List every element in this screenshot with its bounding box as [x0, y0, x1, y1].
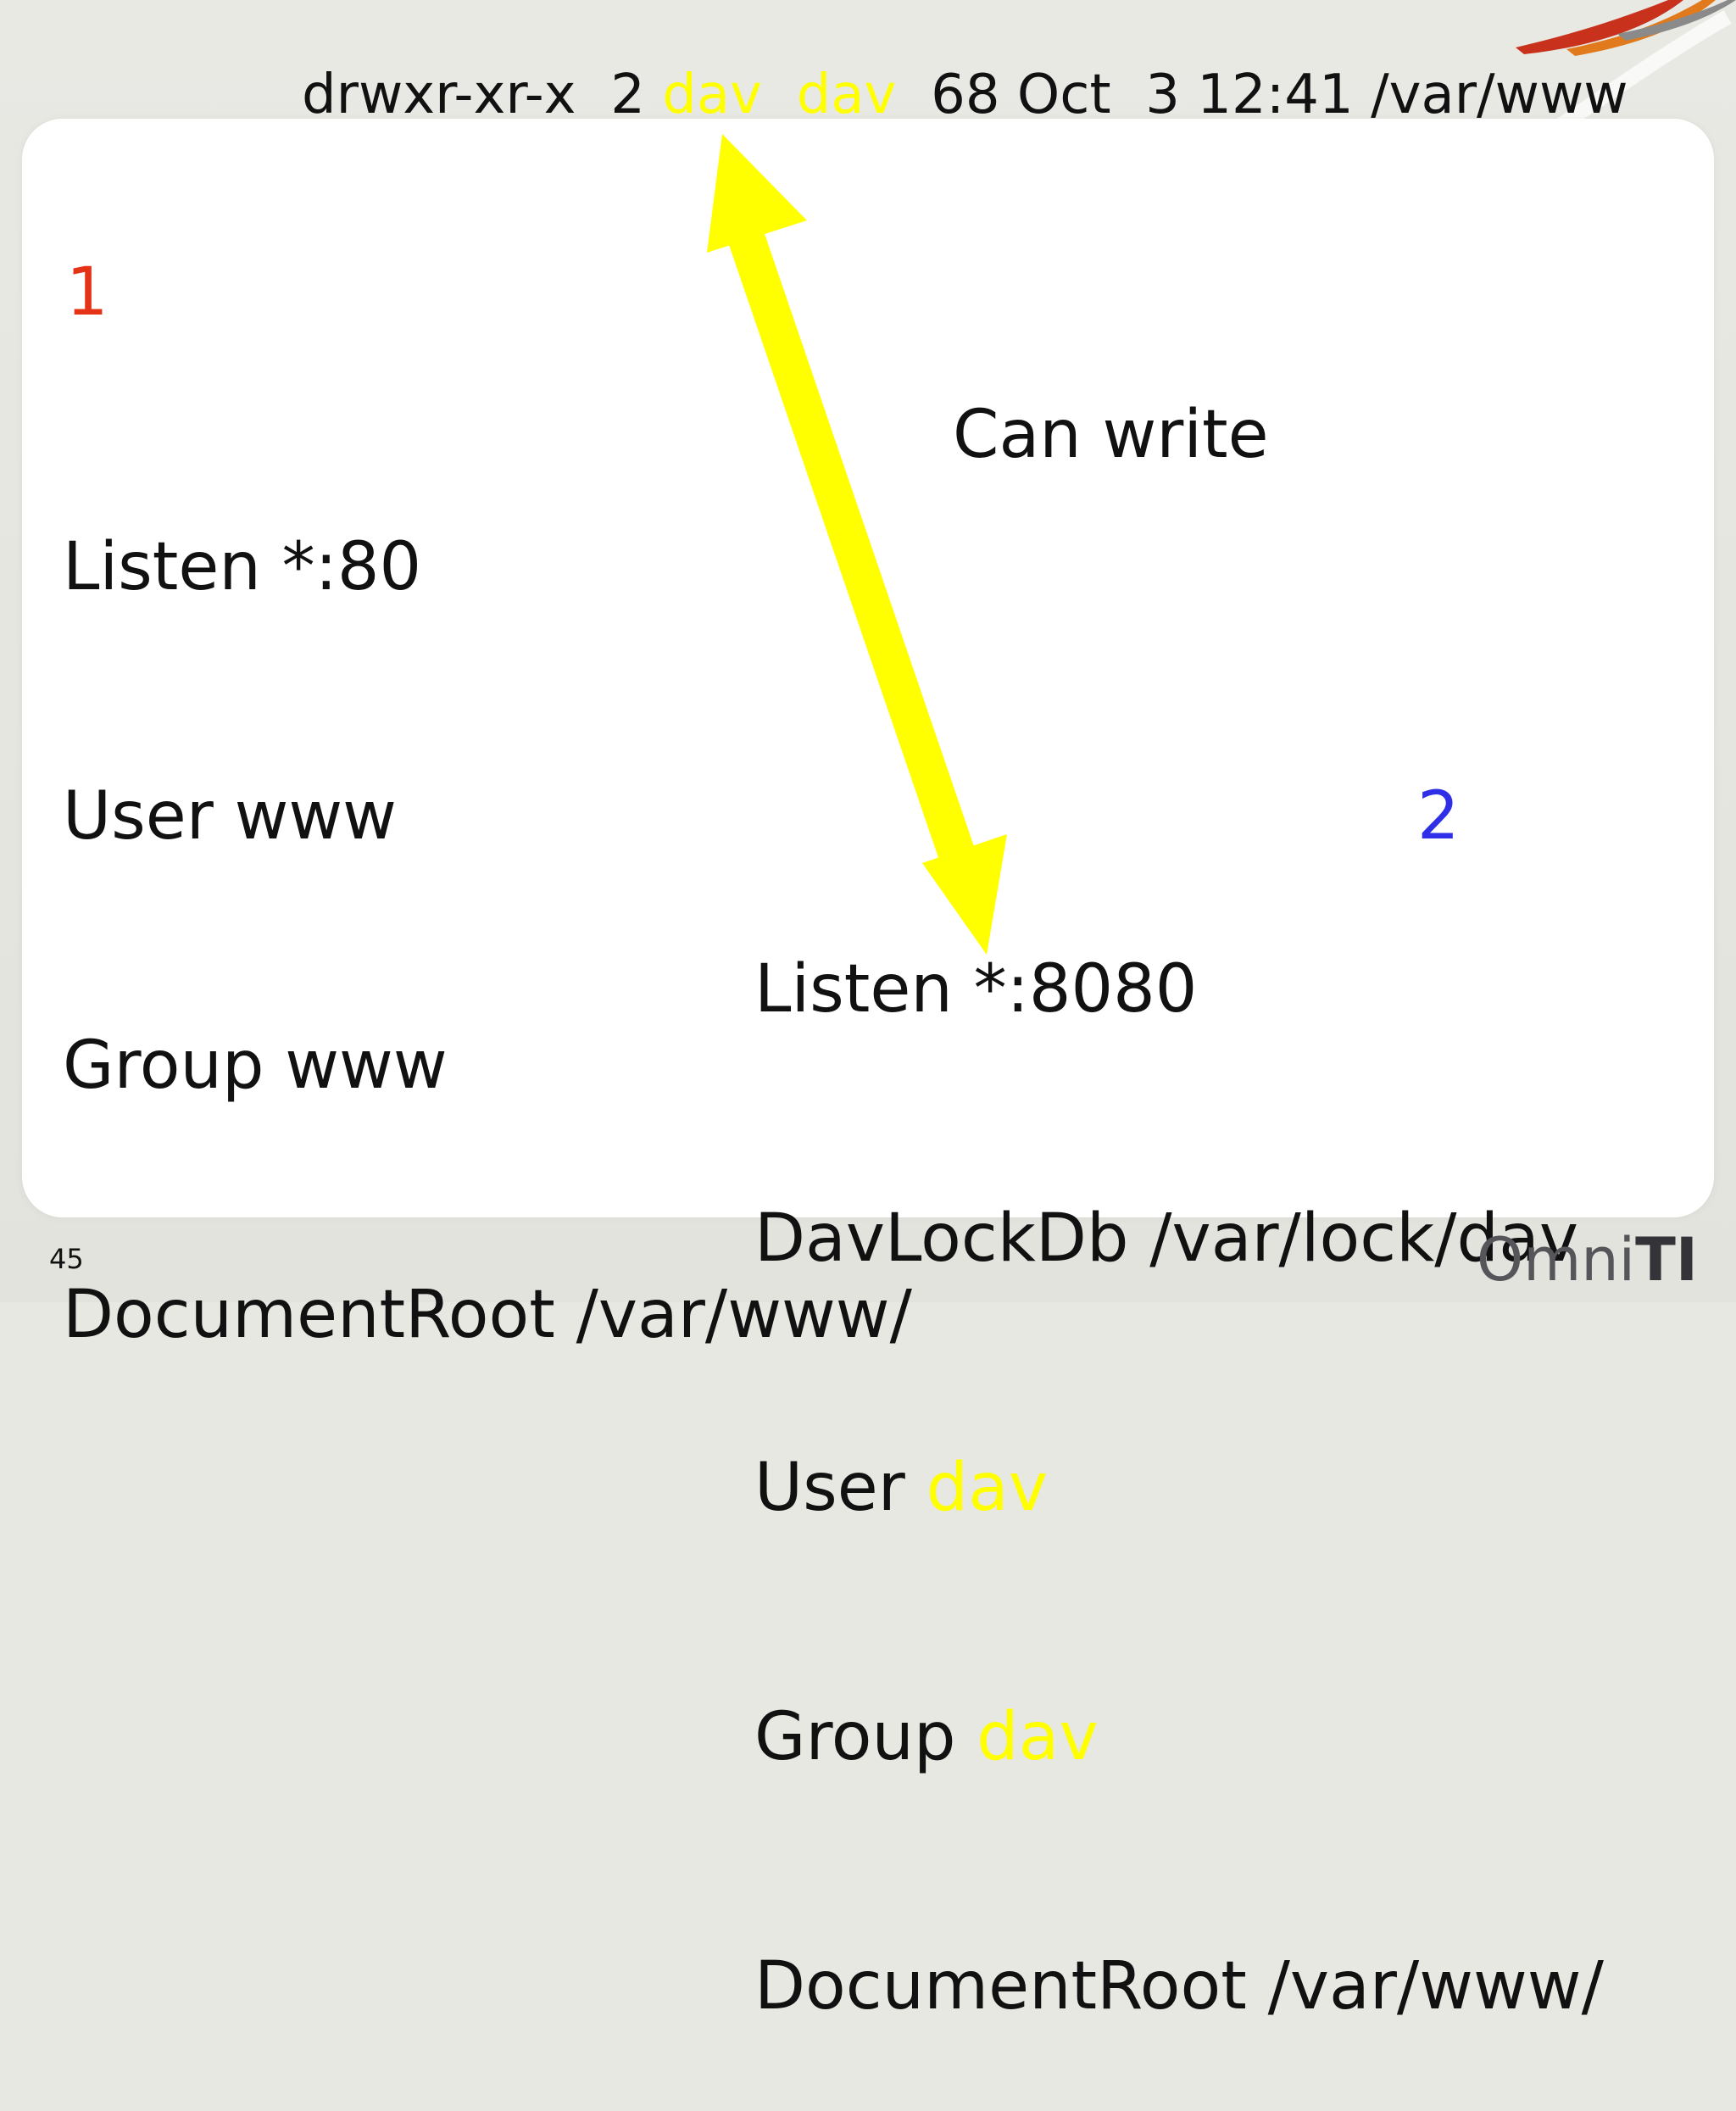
config-2-user: User dav: [754, 1446, 1604, 1529]
permission-group: dav: [796, 64, 897, 126]
permission-suffix: 68 Oct 3 12:41 /var/www: [896, 64, 1628, 126]
logo-text-light: Omni: [1477, 1225, 1636, 1295]
config-2-docroot: DocumentRoot /var/www/: [754, 1948, 1604, 2025]
step-2-marker: 2: [1417, 778, 1460, 855]
step-1-marker: 1: [66, 254, 108, 331]
config-2-user-label: User: [754, 1450, 926, 1526]
config-1-line: Group www: [63, 1028, 448, 1104]
config-2-lockdb: DavLockDb /var/lock/dav: [754, 1200, 1579, 1277]
config-2-group: Group dav: [754, 1696, 1604, 1779]
can-write-annotation: Can write: [953, 397, 1269, 473]
config-1-line: Listen *:80: [63, 529, 422, 605]
permission-separator: [762, 64, 797, 126]
permission-prefix: drwxr-xr-x 2: [302, 64, 663, 126]
config-block-2: Listen *:8080 DavLockDb /var/lock/dav Us…: [754, 782, 1604, 2111]
brand-swoosh-decoration: [1516, 0, 1736, 127]
config-2-group-label: Group: [754, 1699, 977, 1775]
omniti-logo: OmniTI: [1477, 1226, 1698, 1294]
page-number: 45: [49, 1243, 84, 1275]
logo-text-bold: TI: [1635, 1225, 1698, 1295]
permission-owner: dav: [662, 64, 762, 126]
directory-permission-line: drwxr-xr-x 2 dav dav 68 Oct 3 12:41 /var…: [302, 61, 1628, 129]
config-1-line: User www: [63, 778, 397, 855]
config-2-listen: Listen *:8080: [754, 951, 1198, 1028]
config-2-user-value: dav: [926, 1450, 1049, 1526]
config-2-group-value: dav: [976, 1699, 1099, 1775]
